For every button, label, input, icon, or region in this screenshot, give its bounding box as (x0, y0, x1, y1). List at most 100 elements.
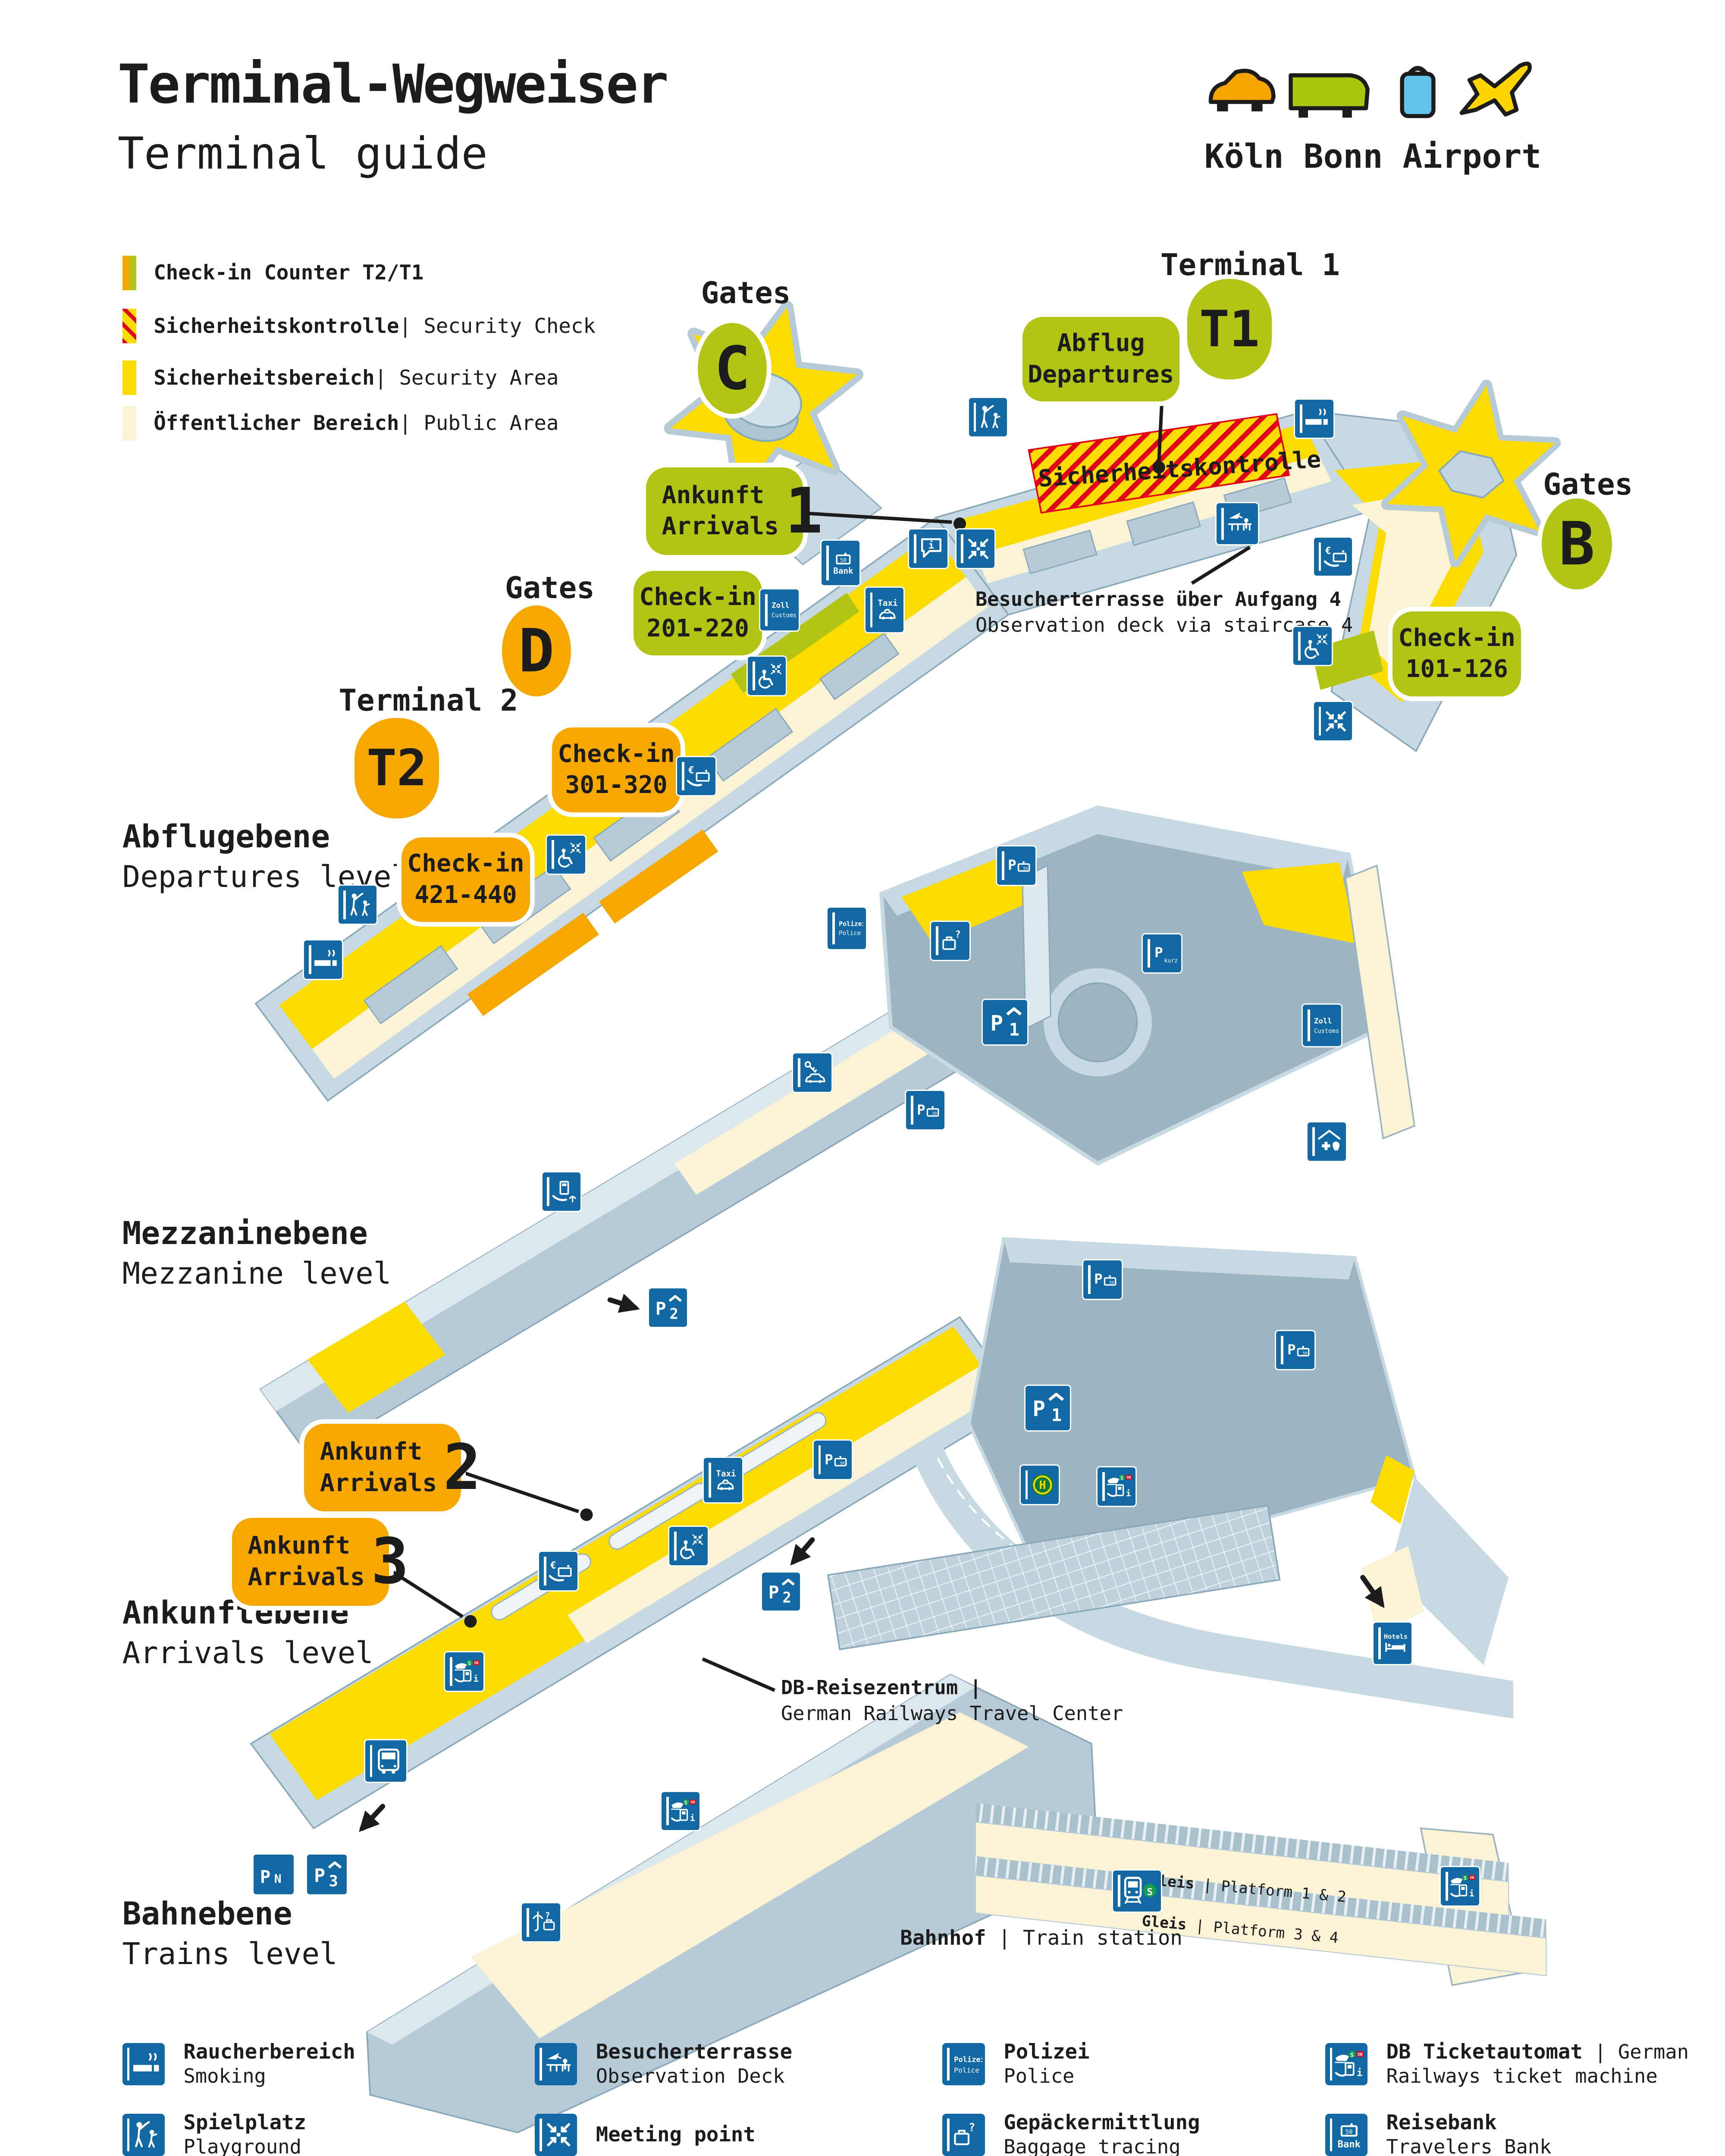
customs-icon (1302, 1003, 1342, 1048)
legend-item-meeting-point: Meeting point (535, 2100, 792, 2156)
gates-c-badge: C (698, 323, 767, 414)
security-check-swatch (122, 309, 137, 344)
parking-pn-icon (252, 1853, 295, 1896)
facilities-column-4: DB Ticketautomat | German Railways ticke… (1325, 2029, 1700, 2156)
playground-icon (122, 2113, 165, 2156)
prm-icon (1292, 625, 1333, 667)
legend-checkin-counter: Check-in Counter T2/T1 (122, 254, 424, 291)
taxi-icon (864, 586, 905, 634)
baggage-tracing-icon (942, 2113, 985, 2156)
playground-icon (337, 884, 378, 925)
atm-icon (676, 755, 717, 797)
db-ticket-icon (1096, 1466, 1137, 1507)
parking-p2-icon (760, 1571, 802, 1612)
public-area-swatch (122, 406, 137, 441)
smoking-icon (122, 2043, 165, 2086)
train-station-icon (1112, 1869, 1162, 1913)
coach-terminal-icon (364, 1739, 408, 1783)
direction-arrows (359, 1294, 1385, 1832)
atm-icon (538, 1551, 579, 1592)
short-parking-icon (1142, 933, 1182, 974)
parking-ticket-icon (1275, 1329, 1316, 1371)
legend-public-area: Öffentlicher Bereich| Public Area (122, 404, 558, 442)
legend-checkin-label: Check-in Counter T2/T1 (154, 261, 424, 285)
legend-item-db-ticket: DB Ticketautomat | German Railways ticke… (1325, 2029, 1700, 2100)
car-rental-icon (792, 1052, 833, 1093)
pointer-lines (383, 398, 1251, 1692)
parking-ticket-icon (905, 1090, 946, 1131)
police-icon (826, 906, 867, 950)
meeting-point-icon (955, 528, 996, 569)
prm-icon (668, 1526, 709, 1567)
gates-b-badge: B (1541, 498, 1612, 590)
train-station-note: Bahnhof | Train station (900, 1926, 1182, 1950)
lost-found-icon (521, 1902, 561, 1943)
db-ticket-icon (660, 1790, 701, 1832)
taxi-icon (703, 1457, 743, 1504)
page-title: Terminal-Wegweiser Terminal guide (117, 53, 669, 179)
db-ticket-icon (444, 1651, 485, 1692)
terminal-1-label: Terminal 1 (1160, 248, 1340, 282)
parking-p1-icon (1024, 1384, 1071, 1432)
hotels-icon (1372, 1621, 1413, 1665)
gates-d-badge: D (502, 605, 571, 696)
title-english: Terminal guide (117, 128, 488, 179)
plane-icon (1459, 61, 1532, 117)
information-icon (908, 528, 949, 569)
db-travel-center-note: DB-Reisezentrum |German Railways Travel … (781, 1676, 1123, 1725)
travelers-bank-icon (820, 539, 861, 586)
prm-icon (546, 834, 586, 875)
airport-name: Köln Bonn Airport (1204, 138, 1542, 176)
parking-ticket-icon (996, 845, 1037, 886)
title-german: Terminal-Wegweiser (117, 53, 669, 116)
police-icon (942, 2043, 985, 2086)
atm-icon (1312, 536, 1354, 577)
airport-logo: Köln Bonn Airport (1204, 56, 1573, 176)
parking-ticket-icon (812, 1439, 853, 1480)
bus-station-icon (1019, 1464, 1060, 1505)
gates-d-label: Gates (505, 570, 595, 605)
playground-icon (967, 397, 1009, 438)
terminal-1-badge: T1 (1187, 279, 1272, 379)
meeting-point-icon (1312, 701, 1354, 742)
car-icon (1208, 69, 1276, 112)
parking-ticket-icon (1082, 1259, 1123, 1300)
travelers-bank-icon (1325, 2113, 1367, 2156)
db-ticket-icon (1440, 1866, 1480, 1907)
map-trains-level (366, 1673, 1547, 2134)
terminal-2-badge: T2 (354, 718, 439, 819)
smoking-icon (302, 939, 344, 980)
db-ticket-icon (1325, 2043, 1367, 2086)
legend-security-check: Sicherheitskontrolle| Security Check (122, 307, 596, 345)
gates-b-label: Gates (1543, 467, 1633, 502)
gates-c-label: Gates (701, 276, 791, 310)
customs-icon (759, 588, 800, 632)
baggage-tracing-icon (930, 920, 971, 962)
bag-icon (1400, 66, 1436, 118)
smoking-icon (1294, 398, 1335, 439)
bus-icon (1289, 73, 1370, 118)
terminal-2-label: Terminal 2 (339, 683, 518, 718)
